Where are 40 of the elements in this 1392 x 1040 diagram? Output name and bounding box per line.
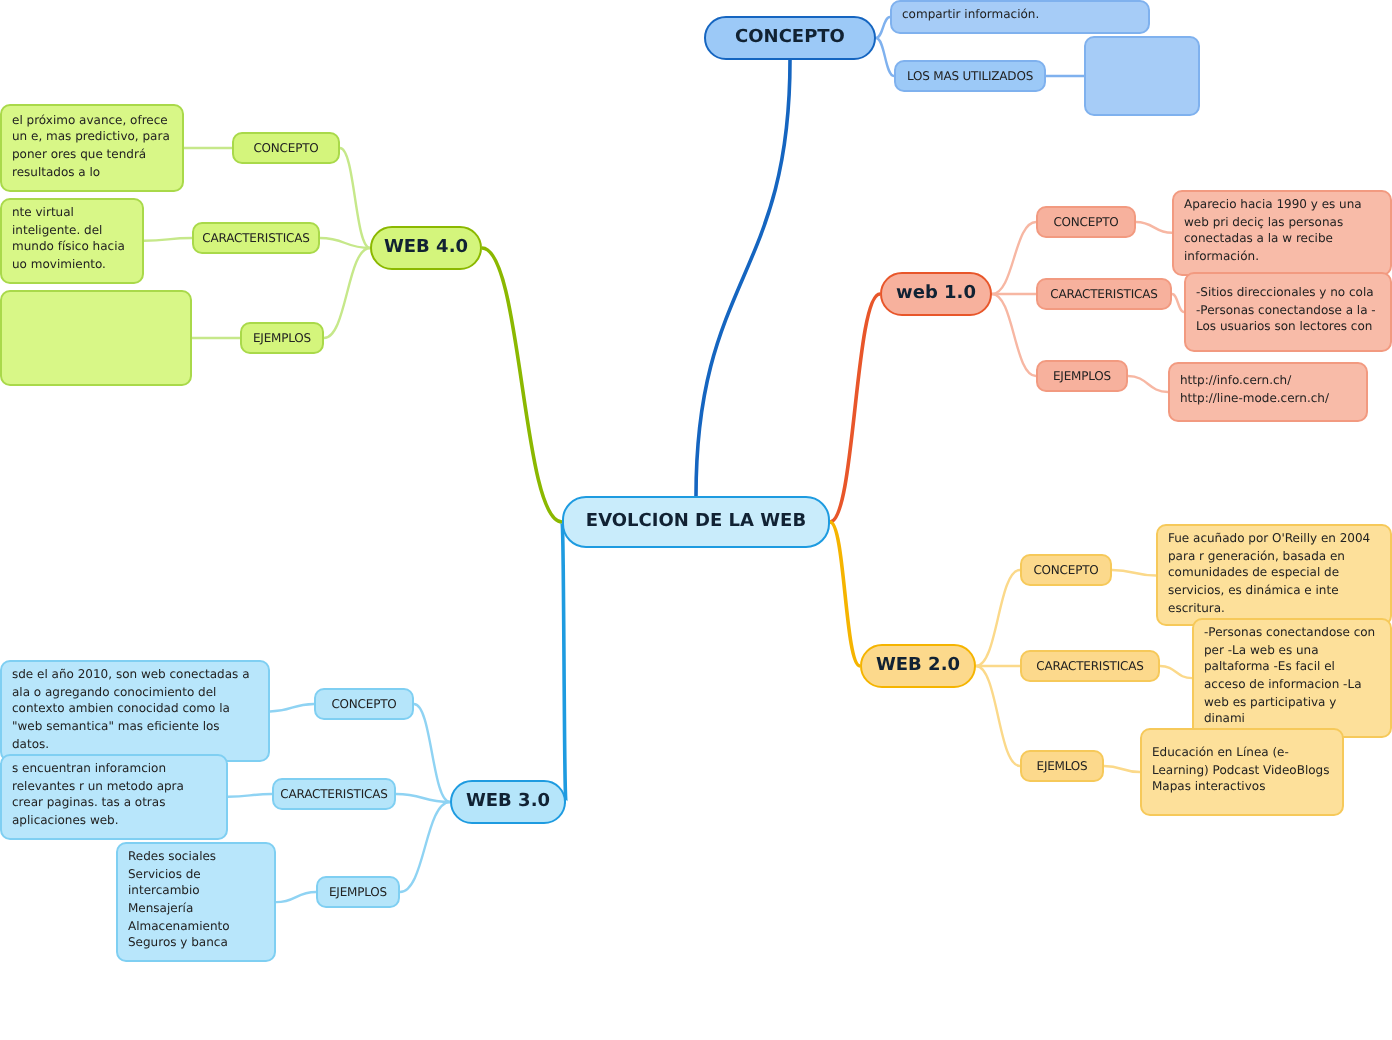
connector <box>828 292 882 524</box>
connector <box>1046 74 1084 78</box>
connector <box>1159 664 1193 680</box>
connector <box>992 292 1036 296</box>
connector <box>395 792 451 804</box>
connector <box>875 15 891 40</box>
topic-box: CONCEPTO <box>704 16 876 60</box>
connector <box>1111 568 1157 577</box>
connector <box>184 146 232 150</box>
connector <box>1127 374 1169 394</box>
topic-box: web 1.0 <box>880 272 992 316</box>
topic-box: WEB 3.0 <box>450 780 566 824</box>
topic-box: WEB 2.0 <box>860 644 976 688</box>
connector <box>323 246 371 340</box>
empty-box <box>0 290 192 386</box>
connector <box>144 236 192 242</box>
connector <box>319 236 371 250</box>
connector <box>228 792 272 798</box>
connector <box>975 664 1021 768</box>
connector <box>192 336 240 340</box>
connector <box>828 520 862 668</box>
connector <box>875 36 895 78</box>
connector <box>1135 220 1173 234</box>
connector <box>269 702 315 713</box>
connector <box>413 702 451 804</box>
connector <box>1103 764 1141 774</box>
connector <box>991 292 1037 378</box>
connector <box>991 220 1037 296</box>
connector <box>275 890 317 904</box>
topic-box: EVOLCION DE LA WEB <box>562 496 830 548</box>
connector <box>481 246 563 524</box>
connector <box>339 146 371 250</box>
connector <box>399 800 451 894</box>
connector <box>694 59 792 497</box>
connector <box>976 664 1020 668</box>
connector <box>1171 292 1185 314</box>
topic-box: WEB 4.0 <box>370 226 482 270</box>
empty-box <box>1084 36 1200 116</box>
connector <box>560 521 568 803</box>
connector <box>975 568 1021 668</box>
